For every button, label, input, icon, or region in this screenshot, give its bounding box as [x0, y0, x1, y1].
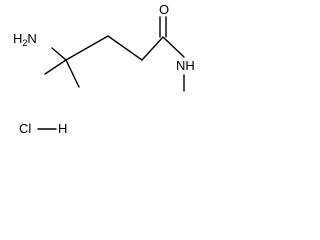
bond-methyl-left — [44, 59, 67, 75]
hcl-chlorine-label: Cl — [19, 121, 31, 136]
hcl-hydrogen-label: H — [58, 121, 67, 136]
bond-quaternary-to-ch2 — [65, 35, 109, 61]
bond-skeleton — [37, 16, 185, 130]
bond-ch2-to-carbonyl — [141, 36, 164, 61]
amine-label: H2N — [13, 31, 37, 48]
bond-n-to-quaternary-carbon — [51, 47, 67, 61]
bond-ch2-to-ch2 — [107, 35, 143, 61]
bond-methyl-down — [65, 59, 80, 88]
amide-nh-label: NH — [176, 58, 195, 73]
bond-carbonyl-to-n — [162, 36, 185, 58]
oxygen-label: O — [159, 2, 169, 17]
chemical-structure-diagram: H2N O NH Cl H — [13, 2, 195, 136]
